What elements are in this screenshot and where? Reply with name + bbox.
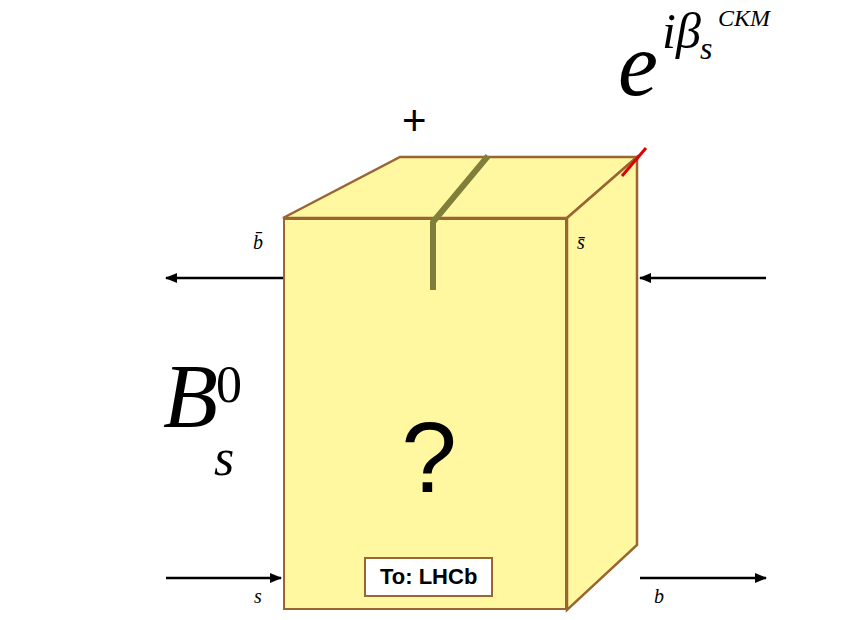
phase-subscript: s: [700, 32, 712, 64]
leader-line: [622, 148, 646, 176]
address-label: To: LHCb: [364, 557, 493, 597]
quark-label: b̄: [253, 232, 263, 252]
meson-charge: 0: [216, 359, 242, 411]
box-side-face: [567, 157, 637, 610]
phase-superscript: CKM: [718, 6, 770, 30]
quark-line: [166, 277, 283, 280]
phase-base: e: [618, 20, 658, 110]
phase-exponent: iβ: [662, 6, 701, 56]
question-mark: ?: [293, 407, 565, 507]
sign-label: +: [402, 100, 427, 142]
quark-label: b: [654, 586, 664, 606]
quark-line: [640, 577, 766, 580]
quark-label: s: [254, 586, 262, 606]
meson-symbol: B: [163, 352, 218, 442]
address-text: To: LHCb: [380, 566, 477, 588]
quark-line: [166, 577, 281, 580]
quark-label: s̄: [577, 232, 585, 252]
mystery-box: ? To: LHCb: [283, 218, 567, 610]
quark-line: [640, 277, 766, 280]
meson-flavour: s: [214, 432, 234, 484]
